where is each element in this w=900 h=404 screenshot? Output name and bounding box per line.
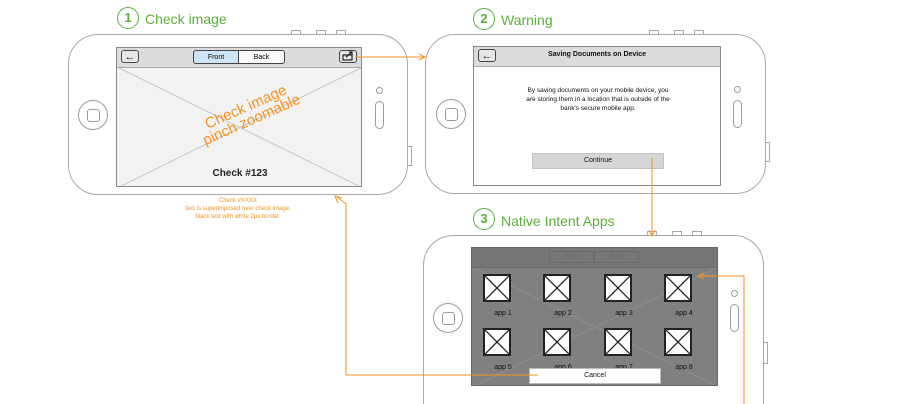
phone-warning: ← Saving Documents on Device By saving d… <box>425 34 766 194</box>
cancel-button[interactable]: Cancel <box>529 368 661 384</box>
camera-icon <box>376 87 383 94</box>
app-tile[interactable]: app 3 <box>604 274 644 317</box>
app-tile[interactable]: app 6 <box>543 328 583 371</box>
app-tile[interactable]: app 8 <box>664 328 704 371</box>
speaker-icon <box>730 304 739 332</box>
back-arrow-icon[interactable]: ← <box>121 50 139 63</box>
app-8-icon <box>664 328 692 356</box>
home-button <box>78 100 108 130</box>
back-arrow-icon[interactable]: ← <box>478 49 496 62</box>
image-placeholder <box>117 48 361 186</box>
top-bar: ← Saving Documents on Device <box>474 47 720 67</box>
speaker-icon <box>733 100 742 128</box>
arrowhead <box>418 53 427 61</box>
app-2-icon <box>543 274 571 302</box>
app-label: app 6 <box>543 364 583 371</box>
arrowhead <box>334 195 343 204</box>
home-button <box>436 99 466 129</box>
top-bar: ← Front Back <box>117 48 361 68</box>
app-label: app 2 <box>554 310 572 317</box>
camera-icon <box>734 86 741 93</box>
warning-line-1: By saving documents on your mobile devic… <box>527 87 669 94</box>
app-1-icon <box>483 274 511 302</box>
segment-front[interactable]: Front <box>193 50 239 64</box>
app-label: app 7 <box>604 364 644 371</box>
app-label: app 3 <box>615 310 633 317</box>
camera-icon <box>731 290 738 297</box>
app-label: app 1 <box>494 310 512 317</box>
app-tile[interactable]: app 5 <box>483 328 523 371</box>
app-tile[interactable]: app 1 <box>483 274 523 317</box>
continue-button[interactable]: Continue <box>532 153 664 169</box>
dimmed-segment-back: Back <box>594 251 639 263</box>
phone-intent-apps: ← Front Back app 1 app 2 app 3 app 4 app… <box>423 235 764 404</box>
app-3-icon <box>604 274 632 302</box>
app-label: app 8 <box>675 364 693 371</box>
step-2-number: 2 <box>473 8 495 30</box>
warning-line-3: bank's secure mobile app. <box>560 105 636 112</box>
intent-apps-screen: ← Front Back app 1 app 2 app 3 app 4 app… <box>471 247 718 386</box>
warning-screen: ← Saving Documents on Device By saving d… <box>473 46 721 186</box>
home-button <box>433 303 463 333</box>
app-tile[interactable]: app 4 <box>664 274 704 317</box>
phone-check-image: ← Front Back Check image pinch zoomable … <box>68 34 408 195</box>
step-3-number: 3 <box>473 208 495 230</box>
app-tile[interactable]: app 2 <box>543 274 583 317</box>
dialog-title: Saving Documents on Device <box>547 51 647 58</box>
note-line-1: Check #XXXX <box>218 198 258 204</box>
app-tile[interactable]: app 7 <box>604 328 644 371</box>
step-2-title: Warning <box>501 12 553 28</box>
check-label-note: Check #XXXX text is superimposed over ch… <box>150 197 326 221</box>
check-number-label: Check #123 <box>212 168 268 179</box>
share-icon[interactable] <box>339 50 357 63</box>
warning-line-2: are storing them in a location that is o… <box>526 96 670 103</box>
note-line-2: text is superimposed over check image, <box>185 206 291 212</box>
dimmed-top-bar: ← Front Back <box>472 248 717 268</box>
app-label: app 4 <box>675 310 693 317</box>
dimmed-segment-front: Front <box>549 251 594 263</box>
dimmed-back-icon: ← <box>476 251 486 262</box>
warning-message: By saving documents on your mobile devic… <box>492 86 704 113</box>
step-1-title: Check image <box>145 11 227 27</box>
step-1-number: 1 <box>117 7 139 29</box>
app-label: app 5 <box>494 364 512 371</box>
app-6-icon <box>543 328 571 356</box>
check-image-screen: ← Front Back Check image pinch zoomable … <box>116 47 362 187</box>
segment-back[interactable]: Back <box>238 50 285 64</box>
speaker-icon <box>375 101 384 129</box>
step-3-title: Native Intent Apps <box>501 213 615 229</box>
app-5-icon <box>483 328 511 356</box>
app-4-icon <box>664 274 692 302</box>
app-7-icon <box>604 328 632 356</box>
note-line-3: black text with white 2px border. <box>195 214 281 220</box>
